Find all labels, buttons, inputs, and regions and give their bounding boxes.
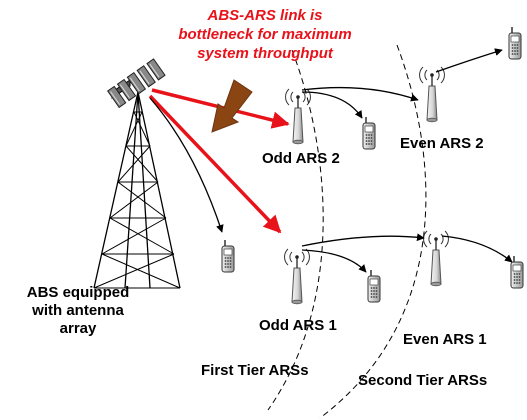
relay-station-icon	[422, 230, 450, 287]
relay-station-icon	[418, 66, 446, 123]
even-ars-2-label: Even ARS 2	[400, 135, 484, 152]
second-tier-label: Second Tier ARSs	[358, 372, 488, 389]
abs-phone-link	[149, 97, 224, 233]
mobile-phone-icon	[221, 239, 235, 273]
even1-phone-link	[441, 235, 513, 263]
bottleneck-annotation: ABS-ARS link is bottleneck for maximum s…	[130, 6, 400, 63]
mobile-phone-icon	[362, 116, 376, 150]
antenna-panel-icon	[106, 58, 166, 109]
annotation-line: ABS-ARS link is	[207, 7, 323, 24]
odd-ars-2-label: Odd ARS 2	[262, 150, 340, 167]
abs-ars1-link	[148, 94, 282, 234]
ars2-even-link	[301, 86, 419, 102]
mobile-phone-icon	[510, 255, 524, 289]
relay-station-icon	[284, 88, 312, 145]
second-tier-boundary	[319, 44, 427, 419]
ars1-even-link	[301, 233, 425, 247]
bottleneck-arrow	[211, 79, 253, 133]
odd-ars-1-label: Odd ARS 1	[259, 317, 337, 334]
abs-label-line: with antenna	[32, 302, 124, 319]
mobile-phone-icon	[508, 26, 522, 60]
abs-label-line: array	[59, 320, 97, 337]
ars1-phone-link	[301, 249, 367, 273]
base-tower-icon	[93, 80, 181, 289]
even-ars-1-label: Even ARS 1	[403, 331, 487, 348]
even2-phone-link	[435, 48, 503, 73]
first-tier-label: First Tier ARSs	[201, 362, 309, 379]
relay-station-icon	[283, 248, 311, 305]
annotation-line: bottleneck for maximum	[178, 26, 352, 43]
abs-label: ABS equipped with antenna array	[18, 284, 138, 338]
abs-label-line: ABS equipped	[26, 284, 130, 301]
annotation-line: system throughput	[197, 45, 333, 62]
ars2-phone-link	[301, 91, 363, 119]
mobile-phone-icon	[367, 269, 381, 303]
